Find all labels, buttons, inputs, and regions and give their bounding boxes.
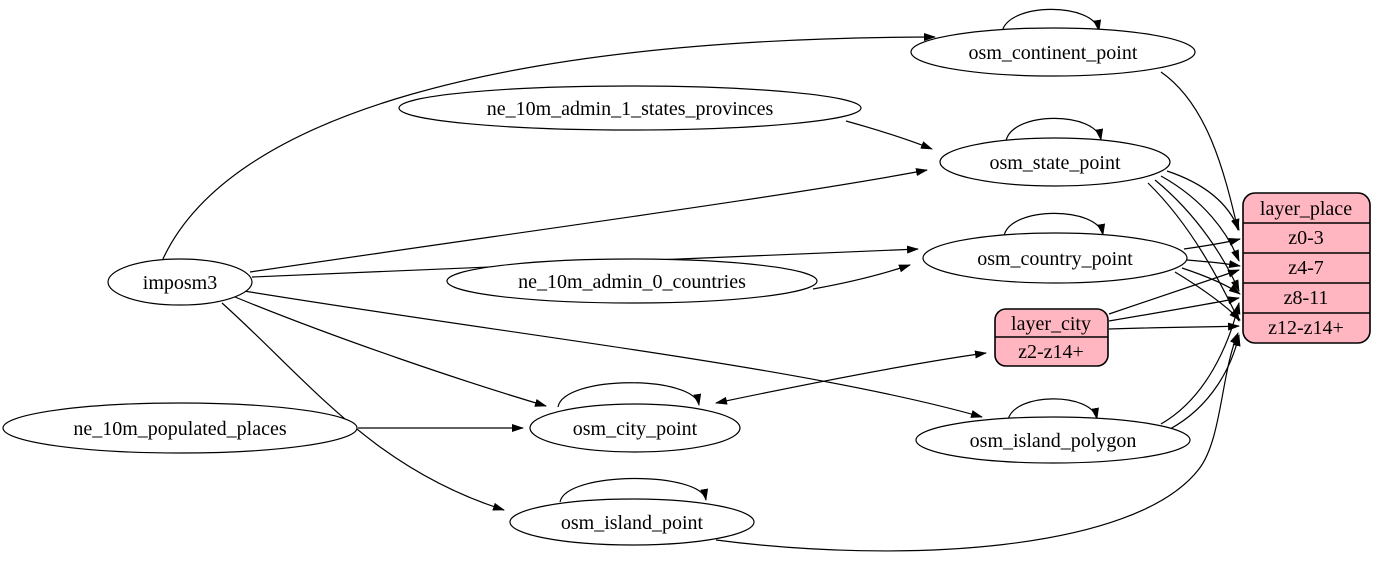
layer_city-row-z2-z14: z2-z14+ bbox=[1018, 341, 1084, 363]
ne_10m_admin_0_countries-shape bbox=[446, 258, 818, 304]
imposm3-label: imposm3 bbox=[143, 272, 217, 294]
edge-osm_city_point-layer_city bbox=[715, 350, 987, 405]
edge-osm_country_point-layer_place-z4-7 bbox=[1186, 259, 1241, 268]
layer_place-title: layer_place bbox=[1260, 198, 1352, 220]
edge-osm_island_polygon-layer_place-z12-z14 bbox=[1169, 334, 1241, 430]
osm_state_point-label: osm_state_point bbox=[989, 152, 1121, 174]
self-loop-osm_city_point bbox=[557, 382, 702, 408]
layer_place-row-z0-3: z0-3 bbox=[1288, 227, 1324, 249]
edge-osm_island_point-layer_place-z12-z14 bbox=[715, 332, 1239, 552]
edge-osm_state_point-layer_place-z12-z14 bbox=[1147, 182, 1240, 322]
edge-layer_city-layer_place-z8-11 bbox=[1108, 296, 1240, 322]
osm_continent_point-shape bbox=[910, 27, 1196, 77]
osm_continent_point-label: osm_continent_point bbox=[969, 42, 1138, 64]
node-ne_10m_populated_places: ne_10m_populated_places bbox=[2, 402, 358, 454]
edge-layer_city-layer_place-z4-7 bbox=[1108, 269, 1240, 315]
edge-osm_country_point-layer_place-z0-3 bbox=[1183, 238, 1241, 250]
edge-layer_city-layer_place-z12-z14 bbox=[1108, 322, 1240, 331]
edge-imposm3-osm_state_point bbox=[249, 168, 928, 273]
edge-osm_continent_point-layer_place-z0-3 bbox=[1160, 71, 1240, 231]
edge-ne_10m_admin_1_states_provinces-osm_state_point bbox=[845, 120, 933, 150]
osm_country_point-shape bbox=[922, 232, 1188, 284]
osm_island_point-shape bbox=[509, 498, 755, 546]
node-osm_state_point: osm_state_point bbox=[939, 137, 1171, 187]
ne_10m_populated_places-shape bbox=[2, 402, 358, 454]
self-loop-osm_island_point bbox=[559, 477, 709, 503]
edge-osm_country_point-layer_place-z8-11 bbox=[1181, 267, 1241, 295]
edge-osm_island_polygon-layer_place-z8-11 bbox=[1160, 302, 1241, 425]
self-loop-osm_state_point bbox=[1005, 117, 1104, 142]
ne_10m_admin_0_countries-label: ne_10m_admin_0_countries bbox=[518, 271, 746, 293]
node-layer_city: layer_city z2-z14+ bbox=[994, 308, 1109, 367]
ne_10m_admin_1_states_provinces-shape bbox=[398, 85, 862, 131]
edge-osm_country_point-layer_place-z12-z14 bbox=[1174, 271, 1241, 321]
edge-osm_state_point-layer_place-z0-3 bbox=[1166, 170, 1240, 231]
node-ne_10m_admin_1_states_provinces: ne_10m_admin_1_states_provinces bbox=[398, 85, 862, 131]
edge-imposm3-osm_city_point bbox=[234, 296, 547, 407]
osm_island_point-label: osm_island_point bbox=[561, 512, 704, 534]
node-osm_city_point: osm_city_point bbox=[529, 403, 741, 453]
osm_state_point-shape bbox=[939, 137, 1171, 187]
layer_place-row-z12-z14: z12-z14+ bbox=[1268, 317, 1344, 339]
nodes: imposm3 ne_10m_populated_places ne_10m_a… bbox=[2, 27, 1371, 546]
edge-imposm3-osm_continent_point bbox=[161, 33, 936, 262]
osm_island_polygon-label: osm_island_polygon bbox=[970, 430, 1137, 452]
edge-imposm3-osm_island_polygon bbox=[243, 290, 983, 418]
layer_place-row-z4-7: z4-7 bbox=[1288, 257, 1324, 279]
edges bbox=[161, 8, 1241, 552]
self-loop-osm_continent_point bbox=[1001, 8, 1102, 33]
osm_city_point-label: osm_city_point bbox=[573, 418, 698, 440]
node-osm_country_point: osm_country_point bbox=[922, 232, 1188, 284]
node-osm_continent_point: osm_continent_point bbox=[910, 27, 1196, 77]
osm_island_polygon-shape bbox=[915, 416, 1191, 464]
osm_country_point-label: osm_country_point bbox=[977, 248, 1133, 270]
imposm3-shape bbox=[107, 258, 253, 306]
layer_place-box bbox=[1242, 192, 1371, 344]
edge-ne_10m_admin_0_countries-osm_country_point bbox=[812, 264, 911, 290]
node-layer_place: layer_place z0-3 z4-7 z8-11 z12-z14+ bbox=[1242, 192, 1371, 344]
edge-osm_state_point-layer_place-z8-11 bbox=[1154, 179, 1240, 292]
layer_city-title: layer_city bbox=[1011, 313, 1091, 335]
node-imposm3: imposm3 bbox=[107, 258, 253, 306]
ne_10m_admin_1_states_provinces-label: ne_10m_admin_1_states_provinces bbox=[487, 98, 774, 120]
node-osm_island_point: osm_island_point bbox=[509, 498, 755, 546]
ne_10m_populated_places-label: ne_10m_populated_places bbox=[73, 418, 286, 440]
edge-osm_state_point-layer_place-z4-7 bbox=[1160, 175, 1240, 262]
node-osm_island_polygon: osm_island_polygon bbox=[915, 416, 1191, 464]
self-loop-osm_country_point bbox=[1003, 212, 1106, 237]
osm_city_point-shape bbox=[529, 403, 741, 453]
self-loop-osm_island_polygon bbox=[1007, 398, 1099, 421]
layer_place-row-z8-11: z8-11 bbox=[1284, 287, 1329, 309]
node-ne_10m_admin_0_countries: ne_10m_admin_0_countries bbox=[446, 258, 818, 304]
